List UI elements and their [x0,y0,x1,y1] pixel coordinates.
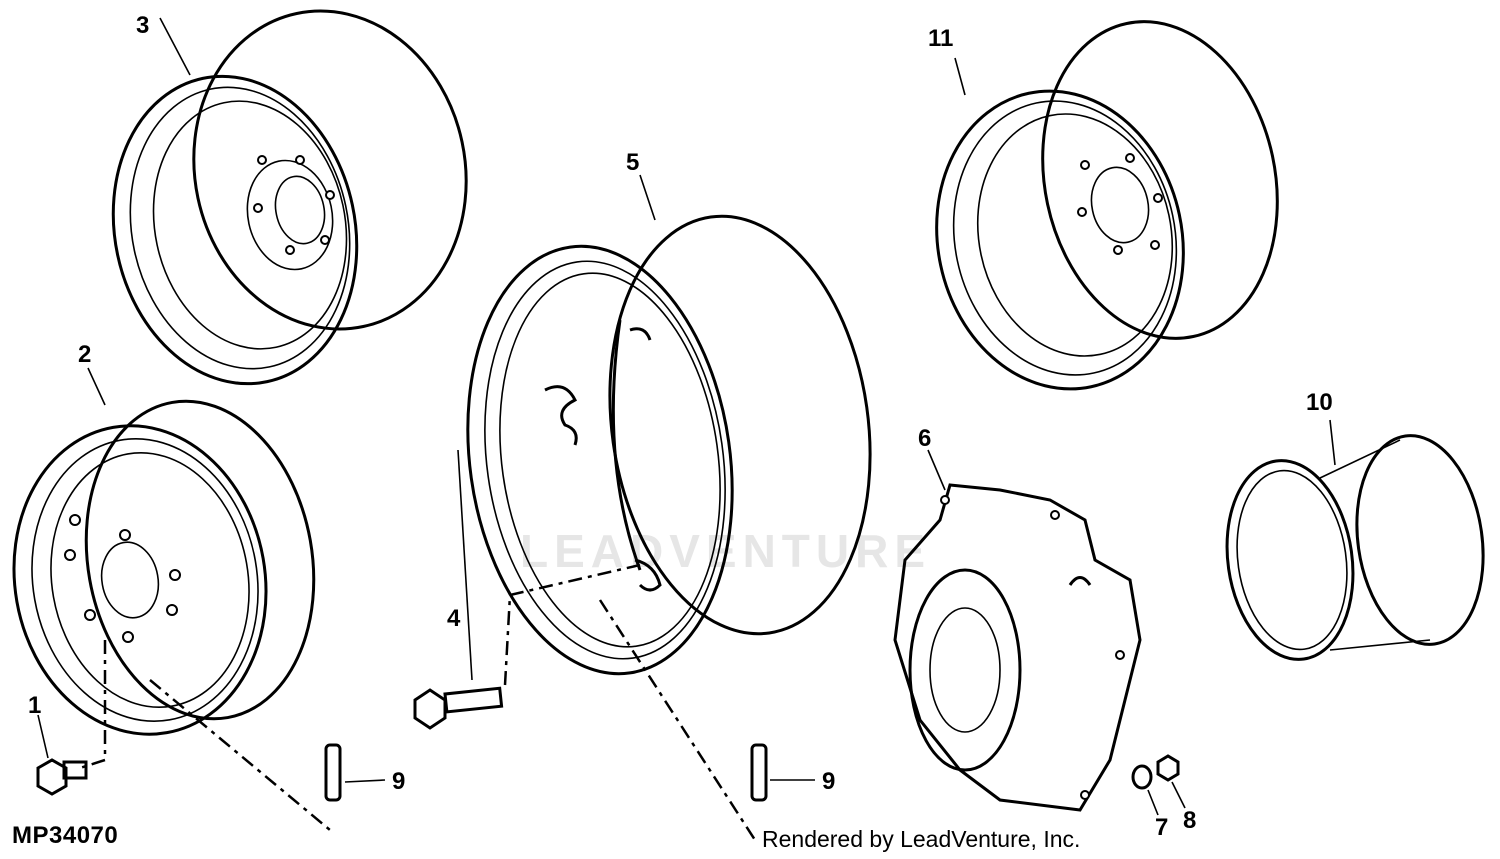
wheel-rim-part-3[interactable] [85,0,495,407]
wheel-part-2[interactable] [0,367,338,754]
nut-part-8[interactable] [1156,754,1186,809]
callout-6: 6 [918,425,931,452]
callout-3: 3 [136,12,149,39]
washer-part-7[interactable] [1131,764,1159,816]
callout-4: 4 [447,605,461,632]
assembly-leader-lines [79,563,757,841]
callout-2: 2 [78,341,91,368]
valve-stem-part-9-right[interactable] [750,743,815,802]
render-credit: Rendered by LeadVenture, Inc. [762,826,1081,852]
small-wheel-part-10[interactable] [1215,419,1496,668]
bolt-part-4[interactable] [413,449,504,730]
callout-8: 8 [1183,807,1196,834]
valve-stem-part-9-left[interactable] [324,743,386,802]
wheel-rim-part-11[interactable] [909,0,1305,412]
figure-id: MP34070 [12,822,119,849]
callout-1: 1 [28,692,41,719]
center-disc-part-6[interactable] [893,449,1142,812]
callout-5: 5 [626,149,639,176]
callout-11: 11 [928,25,953,52]
callout-7: 7 [1155,814,1168,841]
callout-9-left: 9 [392,768,405,795]
callout-10: 10 [1306,389,1333,416]
rim-part-5[interactable] [441,174,896,691]
lug-nut-part-1[interactable] [36,714,88,796]
callout-9-right: 9 [822,768,835,795]
